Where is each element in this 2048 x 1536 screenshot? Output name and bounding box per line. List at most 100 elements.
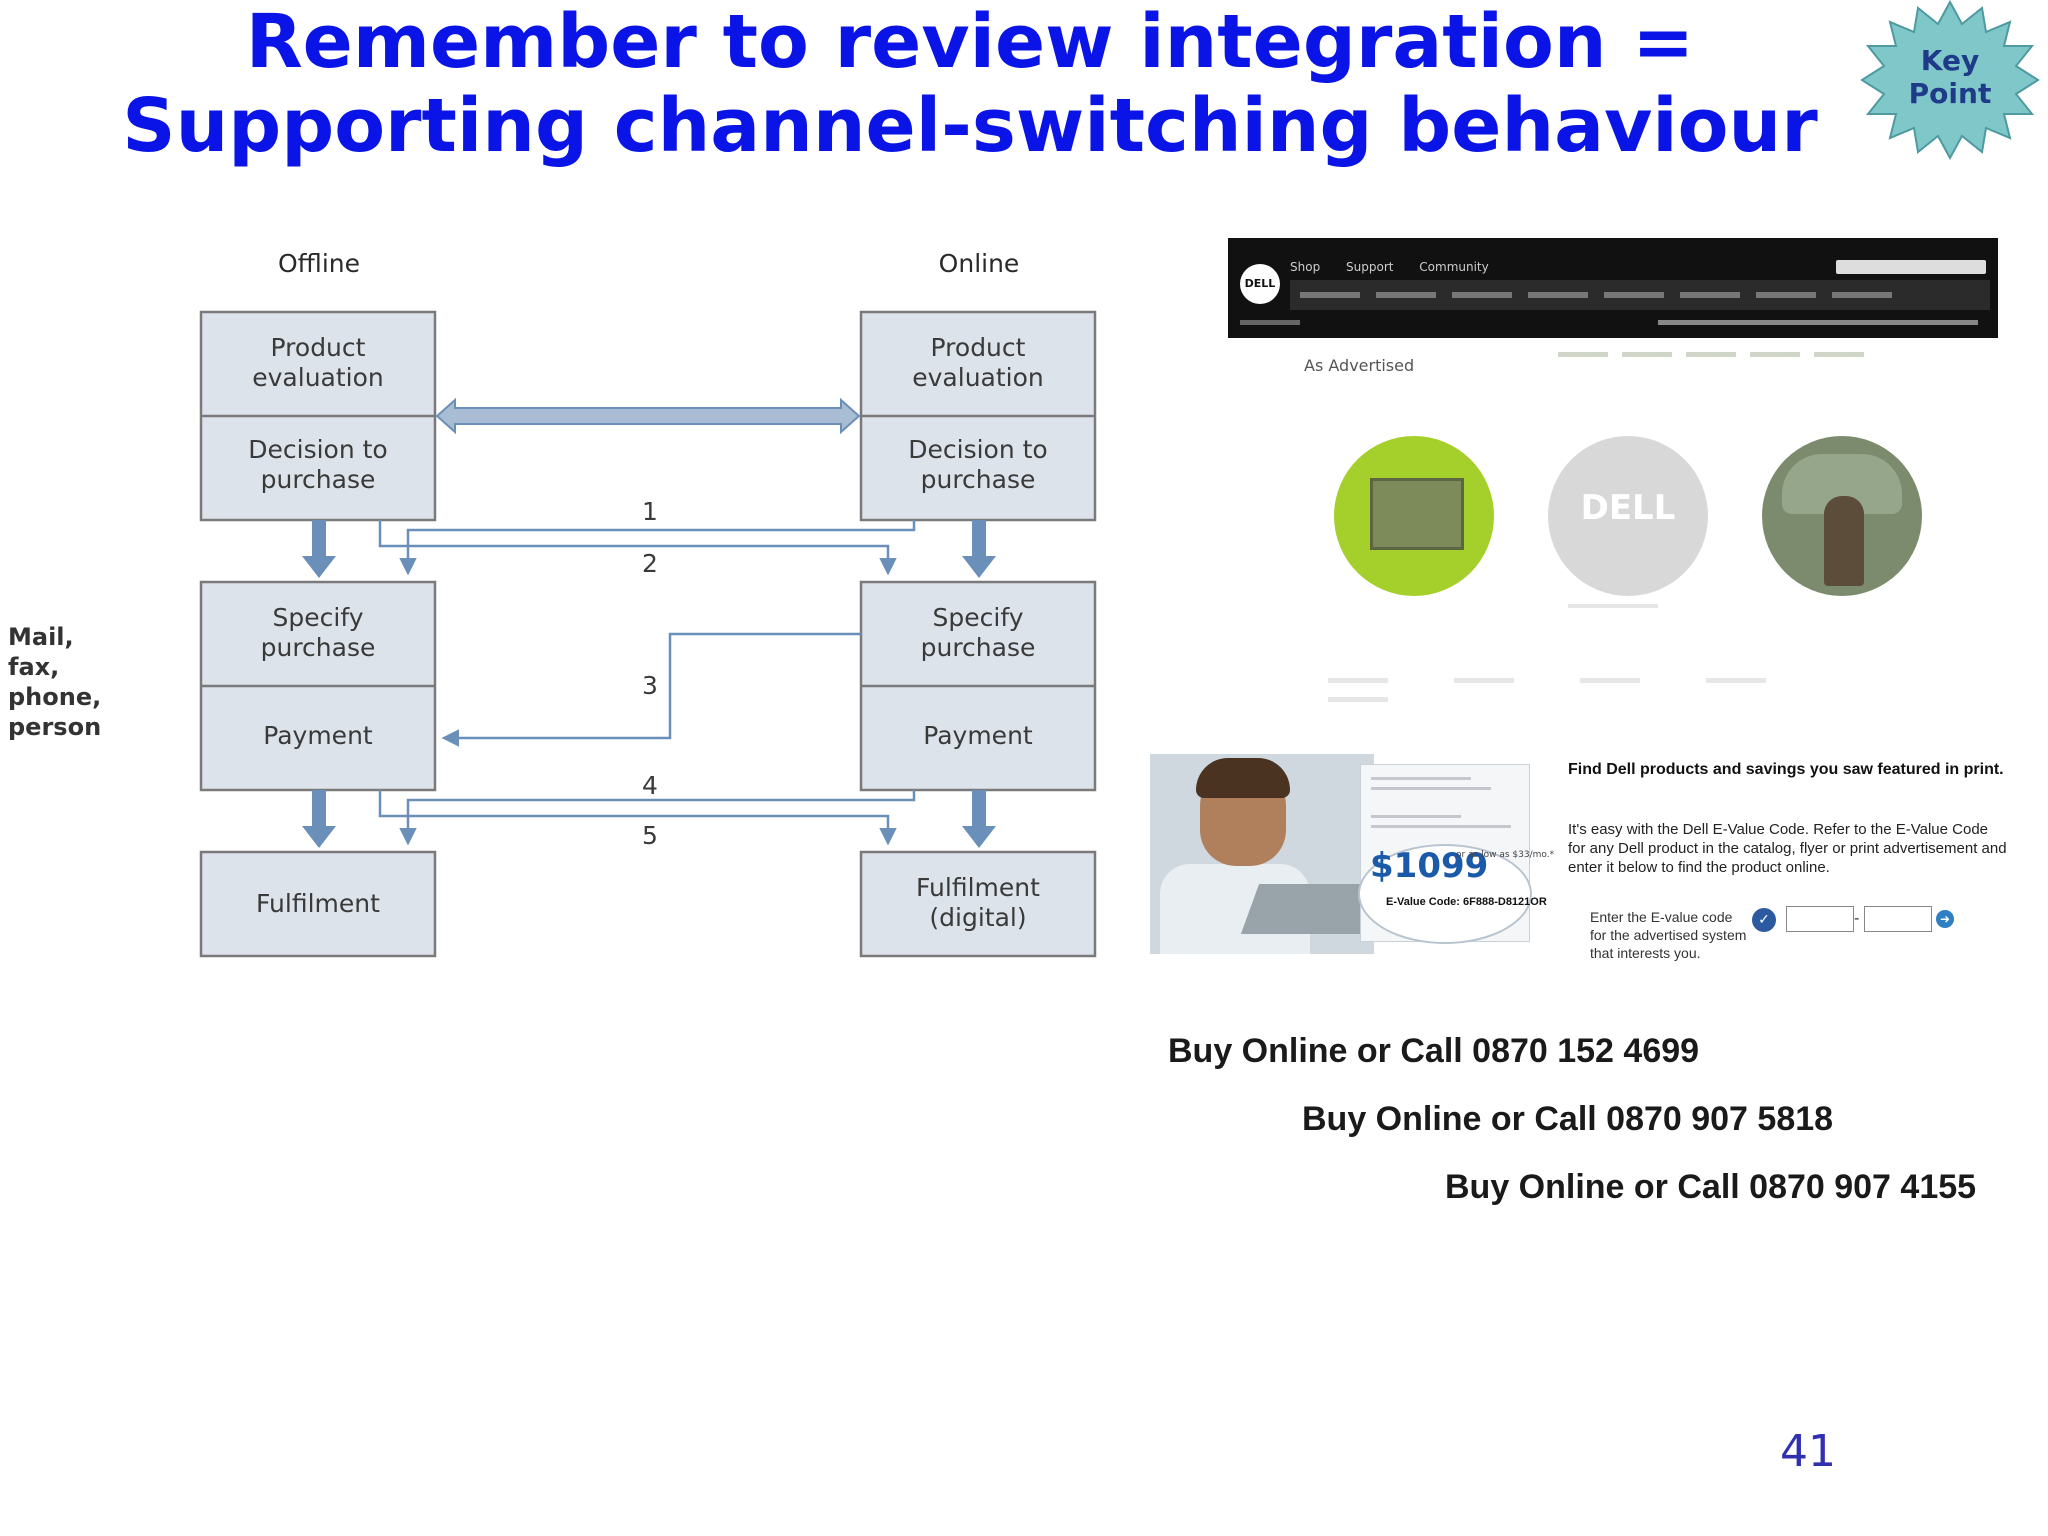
evalue-code-label: E-Value Code: 6F888-D8121OR	[1386, 896, 1547, 908]
path-3-line	[441, 632, 861, 747]
dell-menu-item[interactable]	[1604, 292, 1664, 298]
go-arrow-icon[interactable]: ➜	[1936, 910, 1954, 928]
call-line-1: Buy Online or Call 0870 152 4699	[1168, 1032, 1700, 1070]
online-product-evaluation-2: evaluation	[912, 363, 1044, 392]
dell-menu-item[interactable]	[1832, 292, 1892, 298]
dell-menu-item[interactable]	[1756, 292, 1816, 298]
dell-website-screenshot: DELL Shop Support Community As Advertise…	[1228, 238, 1998, 702]
path-label-4: 4	[642, 771, 658, 800]
laptop-circle-image[interactable]	[1334, 436, 1494, 596]
dell-as-advertised: As Advertised	[1304, 356, 1415, 375]
online-decision-1: Decision to	[908, 435, 1047, 464]
starburst-icon	[1860, 0, 2040, 161]
path-label-2: 2	[642, 549, 658, 578]
online-specify-payment-box: Specify purchase Payment	[859, 580, 1097, 792]
call-line-2: Buy Online or Call 0870 907 5818	[1302, 1100, 1834, 1138]
call-line-3: Buy Online or Call 0870 907 4155	[1445, 1168, 1977, 1206]
person-circle-image[interactable]	[1762, 436, 1922, 596]
down-arrow-offline-1	[302, 520, 336, 578]
evalue-input-1[interactable]	[1786, 906, 1854, 932]
path-label-3: 3	[642, 671, 658, 700]
online-payment: Payment	[923, 721, 1033, 750]
online-specify-2: purchase	[921, 633, 1036, 662]
online-product-evaluation-1: Product	[931, 333, 1026, 362]
dell-search-input[interactable]	[1836, 260, 1986, 274]
online-fulfilment-1: Fulfilment	[916, 873, 1040, 902]
dell-menu-item[interactable]	[1300, 292, 1360, 298]
offline-fulfilment-box: Fulfilment	[199, 850, 437, 958]
online-fulfilment-2: (digital)	[929, 903, 1026, 932]
online-fulfilment-box: Fulfilment (digital)	[859, 850, 1097, 958]
path-5-line	[399, 790, 916, 846]
dell-nav-community[interactable]: Community	[1419, 260, 1489, 274]
down-arrow-offline-2	[302, 790, 336, 848]
online-eval-decision-box: Product evaluation Decision to purchase	[859, 310, 1097, 522]
dell-subbar-right	[1658, 320, 1978, 325]
channel-diagram: Offline Online Product evaluation Decisi…	[0, 220, 1120, 980]
offline-payment: Payment	[263, 721, 373, 750]
price-value: $1099	[1370, 846, 1489, 886]
dell-nav: Shop Support Community	[1290, 260, 1511, 274]
online-specify-1: Specify	[933, 603, 1024, 632]
offline-specify-payment-box: Specify purchase Payment	[199, 580, 437, 792]
channel-diagram-svg: Offline Online Product evaluation Decisi…	[199, 249, 1097, 958]
offline-product-evaluation-1: Product	[271, 333, 366, 362]
path-2-line	[378, 520, 897, 576]
man-with-laptop-photo	[1150, 754, 1374, 954]
dell-caption-line	[1568, 604, 1658, 608]
offline-header: Offline	[278, 249, 360, 278]
offline-specify-2: purchase	[261, 633, 376, 662]
dell-logo[interactable]: DELL	[1240, 264, 1280, 304]
evalue-icon: ✓	[1752, 908, 1776, 932]
dell-menu-item[interactable]	[1376, 292, 1436, 298]
dell-circle-logo: DELL	[1580, 488, 1676, 528]
title-line-1: Remember to review integration =	[245, 0, 1695, 85]
dell-menu-item[interactable]	[1528, 292, 1588, 298]
online-decision-2: purchase	[921, 465, 1036, 494]
side-note-line-3: phone,	[8, 683, 102, 711]
offline-fulfilment: Fulfilment	[256, 889, 380, 918]
dell-menu-item[interactable]	[1452, 292, 1512, 298]
e-value-promo: $1099 or as low as $33/mo.* E-Value Code…	[1150, 754, 2010, 984]
evalue-prompt: Enter the E-value code for the advertise…	[1590, 909, 1747, 961]
offline-channels-note: Mail, fax, phone, person	[8, 622, 128, 742]
evalue-input-2[interactable]	[1864, 906, 1932, 932]
offline-product-evaluation-2: evaluation	[252, 363, 384, 392]
evalue-dash: -	[1854, 910, 1860, 927]
side-note-line-2: fax,	[8, 653, 60, 681]
promo-heading: Find Dell products and savings you saw f…	[1568, 761, 2004, 778]
online-header: Online	[939, 249, 1020, 278]
key-point-badge: Key Point	[1860, 0, 2040, 161]
price-oval	[1358, 844, 1532, 944]
dell-category-links	[1328, 668, 1928, 702]
dell-menu	[1290, 280, 1990, 310]
offline-decision-2: purchase	[261, 465, 376, 494]
dell-nav-support[interactable]: Support	[1346, 260, 1394, 274]
key-point-line-2: Point	[1908, 77, 1992, 110]
dell-menu-item[interactable]	[1680, 292, 1740, 298]
price-note: or as low as $33/mo.*	[1456, 850, 1555, 860]
path-label-1: 1	[642, 497, 658, 526]
dell-toolbar-links	[1558, 342, 1978, 357]
dell-logo-circle-image[interactable]: DELL	[1548, 436, 1708, 596]
path-4-line	[378, 790, 897, 846]
path-1-line	[399, 520, 916, 576]
page-number: 41	[1780, 1426, 1836, 1477]
offline-specify-1: Specify	[273, 603, 364, 632]
key-point-text: Key Point	[1860, 44, 2040, 110]
dell-subbar	[1228, 316, 1998, 336]
key-point-line-1: Key	[1920, 44, 1980, 77]
side-note-line-1: Mail,	[8, 623, 74, 651]
down-arrow-online-2	[962, 790, 996, 848]
offline-eval-decision-box: Product evaluation Decision to purchase	[199, 310, 437, 522]
dell-subbar-left	[1240, 320, 1300, 325]
promo-body: It's easy with the Dell E-Value Code. Re…	[1568, 821, 2007, 876]
dell-nav-shop[interactable]: Shop	[1290, 260, 1321, 274]
offline-decision-1: Decision to	[248, 435, 387, 464]
side-note-line-4: person	[8, 713, 102, 741]
title-line-2: Supporting channel-switching behaviour	[122, 83, 1818, 169]
down-arrow-online-1	[962, 520, 996, 578]
dell-header-bar: DELL Shop Support Community	[1228, 238, 1998, 338]
slide-title: Remember to review integration = Support…	[0, 0, 1940, 168]
double-arrow	[435, 397, 861, 435]
